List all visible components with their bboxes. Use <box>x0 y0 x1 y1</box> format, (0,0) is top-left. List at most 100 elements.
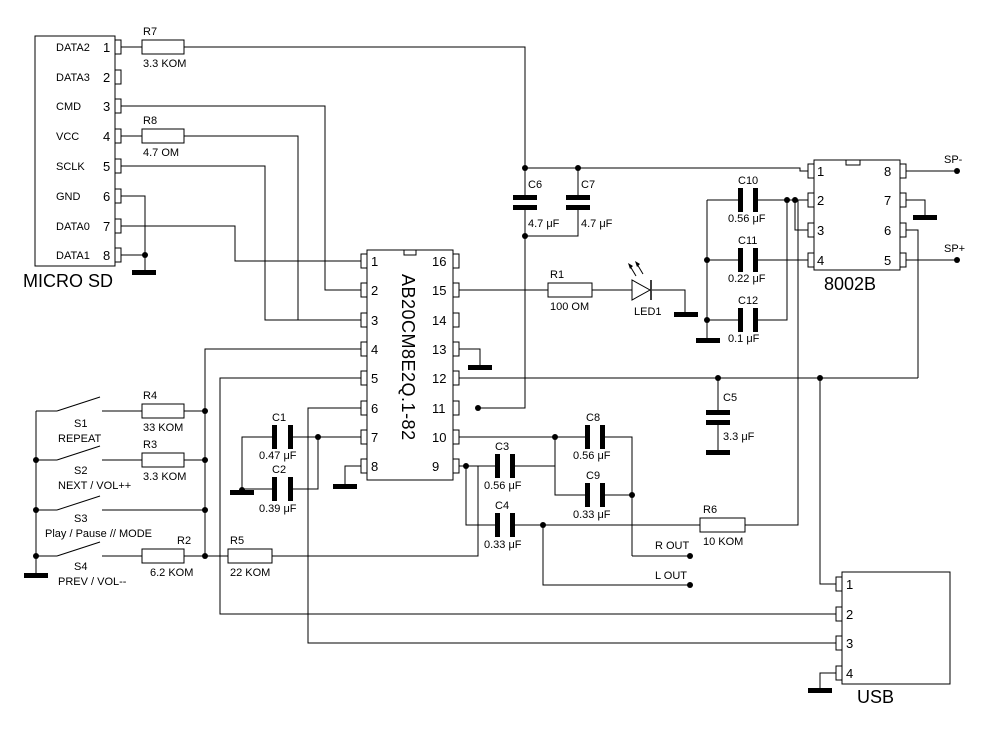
r-out-label: R OUT <box>655 540 690 552</box>
resistor-r7: R7 3.3 KOM <box>141 26 186 70</box>
capacitor-ref: C3 <box>495 441 509 453</box>
switch-label: NEXT / VOL++ <box>58 480 131 492</box>
circuit-wires <box>35 46 957 688</box>
ground-icon <box>706 450 730 455</box>
usb-title: USB <box>857 687 894 707</box>
junction-dot <box>552 434 558 440</box>
usb-pin-number: 2 <box>846 607 853 622</box>
capacitor-value: 4.7 μF <box>581 218 613 230</box>
junction-dot <box>784 197 790 203</box>
ic-pin-number: 2 <box>371 283 378 298</box>
ic-pin-number: 13 <box>432 342 446 357</box>
resistor-value: 22 KOM <box>230 567 270 579</box>
ic-pin-number: 3 <box>371 313 378 328</box>
sd-pin-name: DATA2 <box>56 42 90 54</box>
resistor-value: 33 KOM <box>143 422 183 434</box>
led-diode: LED1 <box>628 261 662 318</box>
ic-pin-number: 15 <box>432 283 446 298</box>
amp-pin-number: 7 <box>884 193 891 208</box>
amp-pin-number: 1 <box>817 164 824 179</box>
sd-pin-name: DATA1 <box>56 250 90 262</box>
ic-left-stubs <box>360 253 368 474</box>
amplifier-chip: 1 2 3 4 8 7 6 5 8002B <box>807 159 907 294</box>
capacitor-value: 0.22 μF <box>728 273 766 285</box>
resistor-ref: R3 <box>143 439 157 451</box>
capacitor-ref: C11 <box>738 235 757 247</box>
capacitor-value: 0.1 μF <box>728 333 760 345</box>
capacitor-c5: C5 3.3 μF <box>706 392 755 443</box>
amp-pin-number: 2 <box>817 193 824 208</box>
junction-dot <box>629 492 635 498</box>
ground-icon <box>132 270 156 275</box>
amp-pin-number: 4 <box>817 253 824 268</box>
switch-ref: S4 <box>74 561 87 573</box>
capacitor-c1: C1 0.47 μF <box>259 412 297 462</box>
ic-pin-number: 5 <box>371 371 378 386</box>
ground-icon <box>24 573 48 578</box>
output-terminals: R OUT L OUT SP- SP+ <box>655 154 965 588</box>
junction-dot <box>463 463 469 469</box>
resistor-ref: R5 <box>230 535 244 547</box>
switch-label: Play / Pause // MODE <box>45 528 152 540</box>
capacitor-c9: C9 0.33 μF <box>573 470 611 521</box>
capacitor-c8: C8 0.56 μF <box>573 412 611 462</box>
switch-s2: S2 NEXT / VOL++ <box>56 445 131 492</box>
ic-pin-number: 10 <box>432 430 446 445</box>
junction-dot <box>704 257 710 263</box>
capacitor-c4: C4 0.33 μF <box>484 500 522 551</box>
ground-icon <box>913 215 937 220</box>
l-out-label: L OUT <box>655 570 687 582</box>
amp-pin-number: 3 <box>817 223 824 238</box>
ic-pin-number: 6 <box>371 401 378 416</box>
ic-part-number: AB20CM8E2Q.1-82 <box>398 274 418 441</box>
capacitor-ref: C9 <box>586 470 600 482</box>
main-ic-chip: 1 2 3 4 5 6 7 8 16 15 14 13 12 11 10 9 A… <box>360 249 460 481</box>
resistor-value: 4.7 OM <box>143 147 179 159</box>
sd-pin-name: GND <box>56 191 81 203</box>
ground-icon <box>696 338 720 343</box>
terminal-dot <box>954 257 960 263</box>
ic-pin-number: 8 <box>371 459 378 474</box>
micro-sd-connector: DATA2 1 DATA3 2 CMD 3 VCC 4 SCLK 5 GND 6… <box>23 35 122 291</box>
ic-pin-number: 12 <box>432 371 446 386</box>
light-emission-arrows-icon <box>628 261 644 277</box>
junction-dot <box>33 457 39 463</box>
junction-dot <box>715 375 721 381</box>
resistor-ref: R7 <box>143 26 157 38</box>
amp-pin-number: 6 <box>884 223 891 238</box>
resistor-value: 10 KOM <box>703 536 743 548</box>
sd-pin-name: DATA3 <box>56 72 90 84</box>
resistor-ref: R8 <box>143 115 157 127</box>
junction-dot <box>33 553 39 559</box>
sd-pin-number: 1 <box>103 40 110 55</box>
amp-pin-number: 5 <box>884 253 891 268</box>
ground-icon <box>333 484 357 489</box>
sd-pin-name: SCLK <box>56 161 85 173</box>
capacitor-value: 4.7 μF <box>528 218 560 230</box>
junction-dot <box>239 487 245 493</box>
ic-pin-number: 16 <box>432 254 446 269</box>
capacitor-c6: C6 4.7 μF <box>513 179 560 230</box>
usb-pin-number: 3 <box>846 636 853 651</box>
sd-pin-number: 7 <box>103 219 110 234</box>
resistor-r3: R3 3.3 KOM <box>141 439 186 483</box>
capacitor-value: 0.33 μF <box>484 539 522 551</box>
sd-pin-name: DATA0 <box>56 221 90 233</box>
ic-right-stubs <box>452 253 460 474</box>
usb-pin-number: 1 <box>846 577 853 592</box>
junction-dot <box>540 522 546 528</box>
ground-icon <box>808 688 832 693</box>
junction-dot <box>142 252 148 258</box>
terminal-dot <box>954 168 960 174</box>
ic-pin-number: 7 <box>371 430 378 445</box>
resistor-value: 3.3 KOM <box>143 471 186 483</box>
switch-ref: S2 <box>74 465 87 477</box>
junction-dot <box>202 457 208 463</box>
capacitor-c2: C2 0.39 μF <box>259 464 297 515</box>
capacitor-c12: C12 0.1 μF <box>728 295 760 345</box>
resistor-ref: R6 <box>703 504 717 516</box>
sd-pin-number: 4 <box>103 129 110 144</box>
switch-label: REPEAT <box>58 433 101 445</box>
junction-dots <box>33 165 823 559</box>
